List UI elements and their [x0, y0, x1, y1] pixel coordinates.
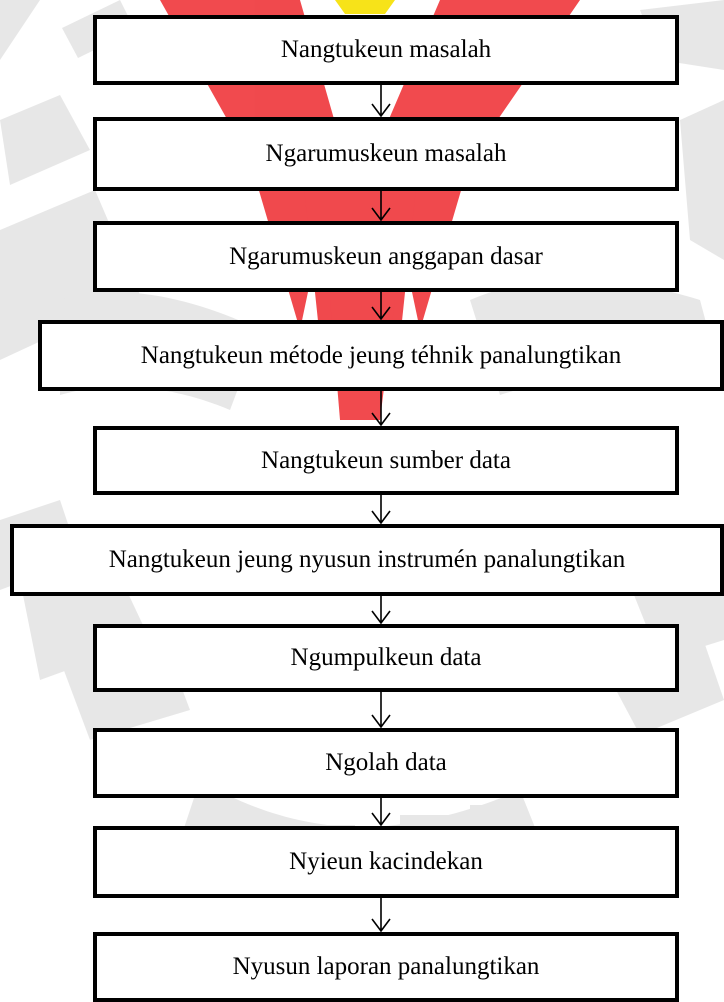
step-label: Ngumpulkeun data — [290, 644, 482, 671]
step-label: Nyieun kacindekan — [289, 848, 483, 875]
step-nangtukeun-sumber-data: Nangtukeun sumber data — [93, 426, 679, 495]
step-nangtukeun-instrumen: Nangtukeun jeung nyusun instrumén panalu… — [10, 524, 724, 596]
step-label: Nangtukeun métode jeung téhnik panalungt… — [140, 341, 622, 369]
step-label: Nangtukeun jeung nyusun instrumén panalu… — [108, 546, 626, 573]
step-label: Ngarumuskeun anggapan dasar — [229, 242, 543, 270]
flow-arrow — [371, 596, 391, 624]
flow-arrow — [371, 391, 391, 426]
step-ngarumuskeun-masalah: Ngarumuskeun masalah — [93, 117, 679, 191]
flow-arrow — [371, 292, 391, 320]
step-nangtukeun-metode: Nangtukeun métode jeung téhnik panalungt… — [38, 320, 724, 391]
flow-arrow — [371, 495, 391, 524]
step-label: Nyusun laporan panalungtikan — [232, 953, 540, 980]
step-ngumpulkeun-data: Ngumpulkeun data — [93, 624, 679, 692]
flow-arrow — [371, 898, 391, 932]
step-label: Nangtukeun masalah — [280, 36, 492, 63]
step-label: Nangtukeun sumber data — [261, 446, 511, 474]
step-ngolah-data: Ngolah data — [93, 728, 679, 798]
watermark-yellow-shape — [335, 0, 395, 14]
flow-arrow — [371, 692, 391, 728]
step-label: Ngarumuskeun masalah — [265, 140, 507, 167]
step-nangtukeun-masalah: Nangtukeun masalah — [93, 15, 679, 85]
flow-arrow — [371, 798, 391, 826]
step-nyieun-kacindekan: Nyieun kacindekan — [93, 826, 679, 898]
flow-arrow — [371, 191, 391, 221]
step-label: Ngolah data — [325, 749, 447, 776]
flow-arrow — [371, 85, 391, 117]
step-ngarumuskeun-anggapan-dasar: Ngarumuskeun anggapan dasar — [93, 221, 679, 292]
step-nyusun-laporan: Nyusun laporan panalungtikan — [93, 932, 679, 1002]
